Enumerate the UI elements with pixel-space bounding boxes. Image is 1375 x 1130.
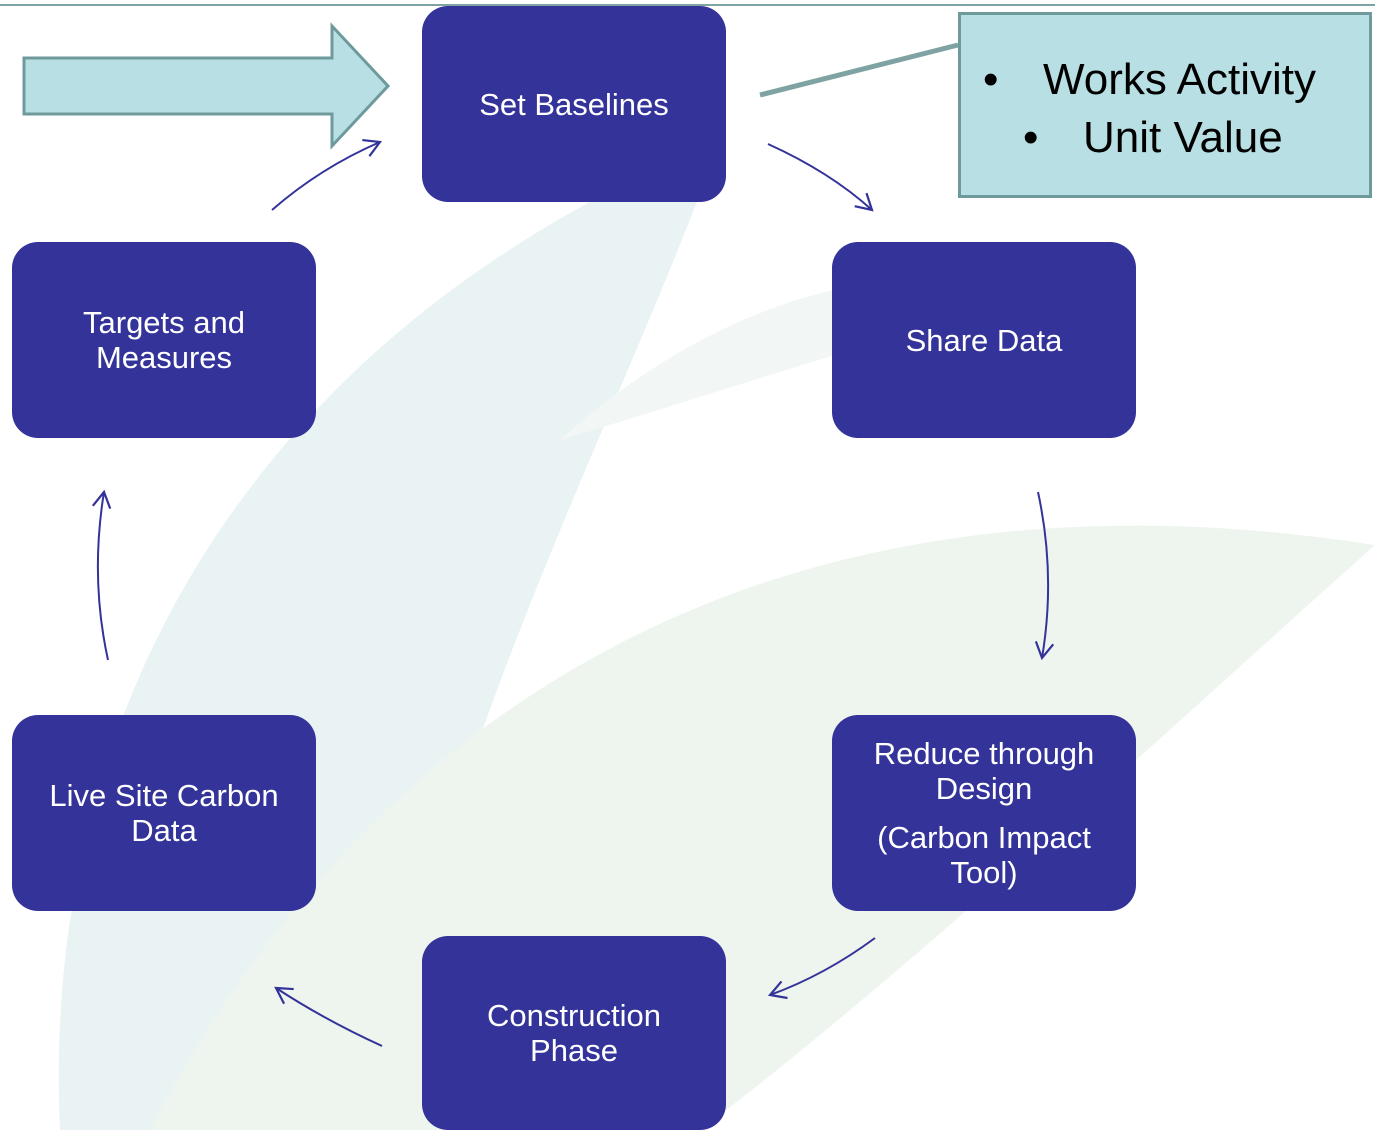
node-targets-and-measures: Targets and Measures [12,242,316,438]
node-live-site-carbon-data: Live Site Carbon Data [12,715,316,911]
node-share-data-label: Share Data [905,322,1063,358]
node-reduce-sublabel: (Carbon Impact Tool) [877,820,1091,890]
node-live-site-label: Live Site Carbon Data [49,778,279,848]
node-reduce-through-design: Reduce through Design (Carbon Impact Too… [832,715,1136,911]
arrow-reduce-to-construction [767,937,876,1000]
arrow-share-to-reduce [1034,491,1055,661]
node-targets-label: Targets and Measures [83,305,245,375]
node-reduce-label: Reduce through Design [873,736,1095,806]
bullet-icon: • [983,55,999,104]
bullet-icon: • [1023,113,1039,162]
callout-connector [759,42,959,98]
arrow-live-to-targets [91,489,112,661]
callout-item-text: Unit Value [1083,113,1283,162]
callout-item-text: Works Activity [1043,55,1317,104]
callout-item-works-activity: • Works Activity [983,55,1316,105]
node-construction-label: Construction Phase [486,998,662,1068]
arrow-baselines-to-share [767,143,874,212]
node-set-baselines: Set Baselines [422,6,726,202]
node-share-data: Share Data [832,242,1136,438]
node-set-baselines-label: Set Baselines [479,86,669,122]
callout-item-unit-value: • Unit Value [1023,113,1283,163]
arrow-construction-to-live [274,986,383,1047]
node-construction-phase: Construction Phase [422,936,726,1130]
arrow-targets-to-baselines [271,138,383,211]
entry-block-arrow [22,22,391,150]
callout-box: • Works Activity • Unit Value [958,12,1372,198]
